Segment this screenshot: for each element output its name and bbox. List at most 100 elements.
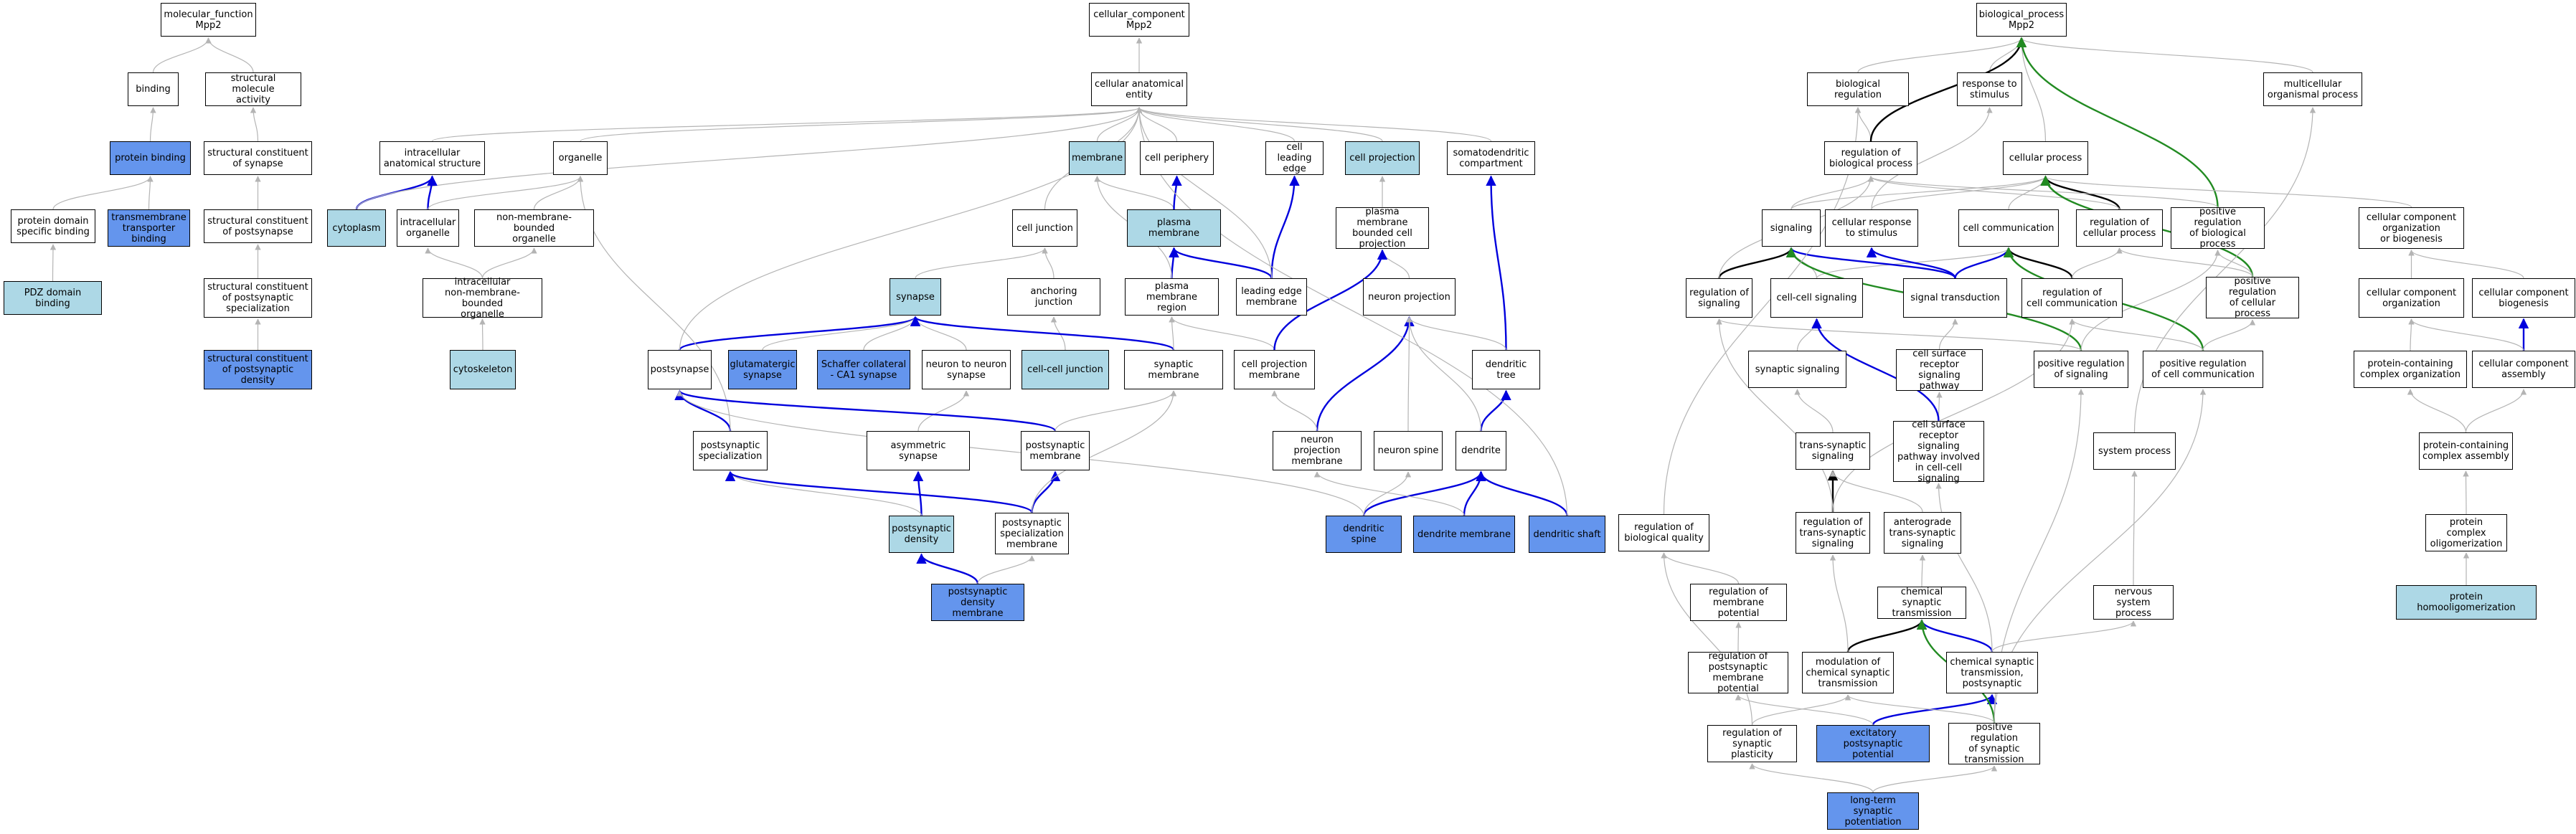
go-term-anchoring-junction[interactable]: anchoring junction [1007, 278, 1100, 316]
go-term-synaptic-signaling[interactable]: synaptic signaling [1748, 351, 1846, 388]
go-term-plasma-membrane-bounded-cell-projection[interactable]: plasma membrane bounded cell projection [1336, 207, 1429, 250]
go-term-membrane[interactable]: membrane [1069, 141, 1126, 175]
go-term-dendritic-tree[interactable]: dendritic tree [1472, 350, 1540, 389]
go-term-schaffer-collateral-ca1-synapse[interactable]: Schaffer collateral - CA1 synapse [817, 350, 910, 389]
go-term-postsynaptic-density-membrane[interactable]: postsynaptic density membrane [931, 584, 1024, 621]
go-term-intracellular-organelle[interactable]: intracellular organelle [397, 209, 459, 247]
go-term-binding[interactable]: binding [128, 72, 179, 106]
go-term-cellular-component-assembly[interactable]: cellular component assembly [2472, 351, 2575, 388]
go-term-positive-regulation-of-cellular-process[interactable]: positive regulation of cellular process [2206, 276, 2299, 319]
go-term-excitatory-postsynaptic-potential[interactable]: excitatory postsynaptic potential [1816, 725, 1930, 762]
edge-cc_org_biogenesis-to-cellular_process [2042, 176, 2412, 208]
go-term-cellular-component-organization[interactable]: cellular component organization [2359, 278, 2464, 318]
go-term-cell-periphery[interactable]: cell periphery [1140, 141, 1214, 175]
go-term-long-term-synaptic-potentiation[interactable]: long-term synaptic potentiation [1827, 792, 1919, 830]
go-term-regulation-of-postsynaptic-membrane-potential[interactable]: regulation of postsynaptic membrane pote… [1688, 651, 1788, 694]
go-term-cell-leading-edge[interactable]: cell leading edge [1265, 141, 1324, 175]
go-term-biological-regulation[interactable]: biological regulation [1807, 72, 1909, 106]
go-term-structural-constituent-of-postsynaptic-density[interactable]: structural constituent of postsynaptic d… [204, 350, 312, 389]
go-term-structural-molecule-activity[interactable]: structural molecule activity [205, 72, 301, 106]
go-term-chemical-synaptic-transmission-postsynaptic[interactable]: chemical synaptic transmission, postsyna… [1946, 652, 2038, 693]
go-term-regulation-of-membrane-potential[interactable]: regulation of membrane potential [1690, 584, 1787, 621]
go-term-leading-edge-membrane[interactable]: leading edge membrane [1236, 278, 1307, 316]
go-term-positive-regulation-of-signaling[interactable]: positive regulation of signaling [2034, 351, 2128, 388]
go-term-regulation-of-synaptic-plasticity[interactable]: regulation of synaptic plasticity [1707, 725, 1797, 762]
go-term-cell-communication[interactable]: cell communication [1958, 209, 2059, 247]
go-term-intracellular-non-membrane-bounded-organelle[interactable]: intracellular non-membrane-bounded organ… [423, 277, 542, 320]
go-term-protein-domain-specific-binding[interactable]: protein domain specific binding [11, 209, 95, 243]
go-term-structural-constituent-of-synapse[interactable]: structural constituent of synapse [204, 141, 312, 175]
go-term-protein-containing-complex-organization[interactable]: protein-containing complex organization [2354, 351, 2467, 388]
go-term-regulation-of-cellular-process[interactable]: regulation of cellular process [2076, 209, 2163, 247]
go-term-postsynaptic-density[interactable]: postsynaptic density [889, 516, 954, 553]
go-term-neuron-spine[interactable]: neuron spine [1374, 431, 1443, 470]
go-term-protein-containing-complex-assembly[interactable]: protein-containing complex assembly [2419, 432, 2513, 470]
go-term-dendrite[interactable]: dendrite [1456, 431, 1506, 470]
go-term-dendrite-membrane[interactable]: dendrite membrane [1413, 516, 1515, 553]
go-term-anterograde-trans-synaptic-signaling[interactable]: anterograde trans-synaptic signaling [1884, 512, 1961, 554]
go-term-synaptic-membrane[interactable]: synaptic membrane [1124, 350, 1223, 389]
go-term-multicellular-organismal-process[interactable]: multicellular organismal process [2263, 72, 2362, 106]
go-term-positive-regulation-of-biological-process[interactable]: positive regulation of biological proces… [2171, 207, 2265, 250]
go-term-dendritic-shaft[interactable]: dendritic shaft [1529, 516, 1605, 553]
go-term-non-membrane-bounded-organelle[interactable]: non-membrane-bounded organelle [474, 209, 594, 247]
go-term-plasma-membrane[interactable]: plasma membrane [1127, 209, 1221, 247]
go-term-cellular-component-root[interactable]: cellular_component Mpp2 [1089, 3, 1189, 37]
go-term-cellular-process[interactable]: cellular process [2003, 141, 2088, 175]
go-term-transmembrane-transporter-binding[interactable]: transmembrane transporter binding [108, 209, 190, 247]
go-term-cell-projection-membrane[interactable]: cell projection membrane [1234, 350, 1315, 389]
go-term-cellular-component-biogenesis[interactable]: cellular component biogenesis [2472, 278, 2575, 318]
edge-reg_trans_synaptic-to-reg_signaling [1716, 318, 1834, 513]
go-term-regulation-of-biological-process[interactable]: regulation of biological process [1824, 141, 1917, 175]
go-term-cell-surface-receptor-signaling-pathway[interactable]: cell surface receptor signaling pathway [1896, 349, 1983, 392]
go-term-cellular-component-organization-or-biogenesis[interactable]: cellular component organization or bioge… [2359, 207, 2464, 249]
go-term-cell-projection[interactable]: cell projection [1345, 141, 1420, 175]
go-term-cytoplasm[interactable]: cytoplasm [327, 209, 386, 247]
edge-pos_reg_biological_process-to-reg_biological_process [1868, 176, 2219, 208]
go-term-asymmetric-synapse[interactable]: asymmetric synapse [867, 431, 970, 470]
go-term-response-to-stimulus[interactable]: response to stimulus [1957, 72, 2022, 106]
go-term-protein-homooligomerization[interactable]: protein homooligomerization [2396, 585, 2537, 620]
go-term-regulation-of-biological-quality[interactable]: regulation of biological quality [1618, 514, 1709, 551]
go-term-signal-transduction[interactable]: signal transduction [1903, 278, 2007, 318]
go-term-organelle[interactable]: organelle [553, 141, 608, 175]
go-term-postsynaptic-specialization-membrane[interactable]: postsynaptic specialization membrane [995, 513, 1069, 554]
go-term-intracellular-anatomical-structure[interactable]: intracellular anatomical structure [379, 141, 485, 175]
go-term-system-process[interactable]: system process [2093, 432, 2176, 470]
go-term-postsynapse[interactable]: postsynapse [648, 350, 712, 389]
go-term-chemical-synaptic-transmission[interactable]: chemical synaptic transmission [1877, 587, 1966, 619]
go-term-cellular-anatomical-entity[interactable]: cellular anatomical entity [1091, 72, 1187, 106]
go-term-cell-junction[interactable]: cell junction [1012, 209, 1077, 247]
go-term-pdz-domain-binding[interactable]: PDZ domain binding [4, 281, 102, 315]
go-term-structural-constituent-of-postsynaptic-specialization[interactable]: structural constituent of postsynaptic s… [204, 278, 312, 318]
go-term-biological-process-root[interactable]: biological_process Mpp2 [1976, 3, 2067, 37]
go-term-positive-regulation-of-synaptic-transmission[interactable]: positive regulation of synaptic transmis… [1948, 722, 2040, 765]
go-term-protein-binding[interactable]: protein binding [110, 141, 191, 175]
go-term-regulation-of-trans-synaptic-signaling[interactable]: regulation of trans-synaptic signaling [1796, 512, 1870, 554]
go-term-glutamatergic-synapse[interactable]: glutamatergic synapse [728, 350, 797, 389]
go-term-neuron-projection[interactable]: neuron projection [1363, 278, 1456, 316]
go-term-plasma-membrane-region[interactable]: plasma membrane region [1125, 278, 1219, 316]
go-term-cell-cell-junction[interactable]: cell-cell junction [1022, 350, 1109, 389]
go-term-neuron-to-neuron-synapse[interactable]: neuron to neuron synapse [922, 350, 1011, 389]
go-term-cell-surface-receptor-signaling-pathway-cell-cell[interactable]: cell surface receptor signaling pathway … [1893, 420, 1984, 484]
go-term-cell-cell-signaling[interactable]: cell-cell signaling [1770, 278, 1863, 318]
go-term-neuron-projection-membrane[interactable]: neuron projection membrane [1273, 431, 1362, 470]
go-term-synapse[interactable]: synapse [890, 278, 941, 316]
go-term-molecular-function-root[interactable]: molecular_function Mpp2 [161, 3, 256, 37]
go-term-protein-complex-oligomerization[interactable]: protein complex oligomerization [2425, 514, 2507, 551]
go-term-postsynaptic-membrane[interactable]: postsynaptic membrane [1021, 431, 1090, 470]
go-term-positive-regulation-of-cell-communication[interactable]: positive regulation of cell communicatio… [2143, 351, 2263, 388]
go-term-somatodendritic-compartment[interactable]: somatodendritic compartment [1447, 141, 1535, 175]
go-term-regulation-of-signaling[interactable]: regulation of signaling [1686, 278, 1752, 318]
go-term-cytoskeleton[interactable]: cytoskeleton [450, 350, 516, 389]
go-term-regulation-of-cell-communication[interactable]: regulation of cell communication [2021, 278, 2123, 318]
go-term-dendritic-spine[interactable]: dendritic spine [1326, 516, 1402, 553]
go-term-cellular-response-to-stimulus[interactable]: cellular response to stimulus [1825, 209, 1918, 247]
go-term-postsynaptic-specialization[interactable]: postsynaptic specialization [693, 431, 768, 470]
go-term-nervous-system-process[interactable]: nervous system process [2093, 585, 2174, 620]
go-term-modulation-of-chemical-synaptic-transmission[interactable]: modulation of chemical synaptic transmis… [1802, 652, 1894, 693]
go-term-trans-synaptic-signaling[interactable]: trans-synaptic signaling [1796, 432, 1870, 470]
go-term-signaling[interactable]: signaling [1762, 209, 1821, 247]
go-term-structural-constituent-of-postsynapse[interactable]: structural constituent of postsynapse [204, 209, 312, 243]
